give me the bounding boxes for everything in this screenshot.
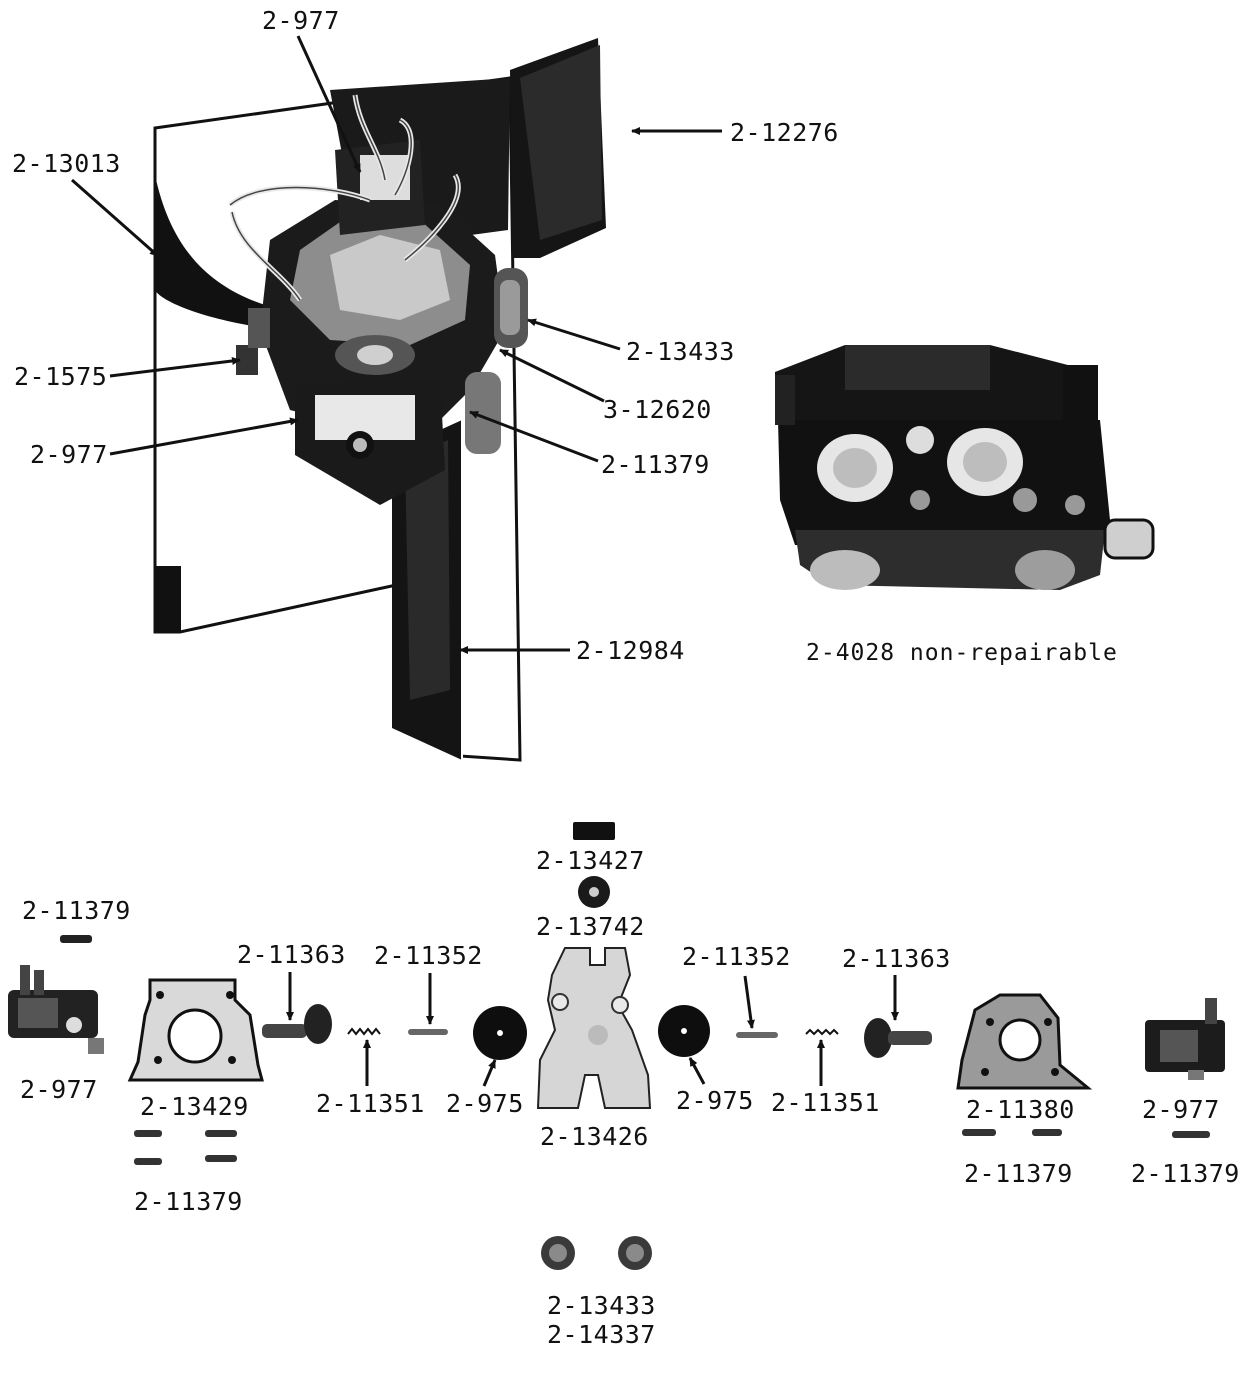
- screw-icon: [205, 1155, 237, 1162]
- valve-unit-caption: 2-4028 non-repairable: [806, 640, 1118, 666]
- label-solenoid-left: 2-977: [20, 1075, 98, 1104]
- label-pin-left: 2-11352: [374, 941, 483, 970]
- callout-knob: 2-13433: [626, 337, 735, 366]
- knob-11379: [465, 372, 501, 454]
- label-pin-right: 2-11352: [682, 942, 791, 971]
- callout-lower-solenoid: 2-977: [30, 440, 108, 469]
- callout-channel: 2-12984: [576, 636, 685, 665]
- label-diaphragm-right: 2-975: [676, 1086, 754, 1115]
- screw-icon: [60, 935, 92, 943]
- callout-angle-bracket: 2-12276: [730, 118, 839, 147]
- label-diaphragm-left: 2-975: [446, 1089, 524, 1118]
- spring-right-part: [805, 1028, 839, 1036]
- screw-icon: [962, 1129, 996, 1136]
- screw-icon: [134, 1130, 162, 1137]
- bracket-left-part: [127, 978, 264, 1082]
- bracket-right-part: [956, 993, 1093, 1090]
- label-solenoid-right: 2-977: [1142, 1095, 1220, 1124]
- screw-icon: [205, 1130, 237, 1137]
- exploded-parts: [8, 822, 1225, 1270]
- pin-right-part: [736, 1032, 778, 1038]
- label-valve-body: 2-13426: [540, 1122, 649, 1151]
- valve-outlet-pipe: [1103, 518, 1155, 560]
- valve-unit-photo: [775, 345, 1155, 590]
- gas-tube: [155, 175, 280, 330]
- solenoid-right-part: [1145, 998, 1225, 1080]
- label-screw-top-left: 2-11379: [22, 896, 131, 925]
- callout-top-solenoid: 2-977: [262, 6, 340, 35]
- upper-assembly-photo: [153, 38, 606, 762]
- plunger-right-part: [864, 1018, 932, 1058]
- label-plunger-right: 2-11363: [842, 944, 951, 973]
- label-screws-right: 2-11379: [964, 1159, 1073, 1188]
- screw-1575: [236, 345, 258, 375]
- spring-left-part: [347, 1027, 381, 1036]
- label-plunger-left: 2-11363: [237, 940, 346, 969]
- screw-icon: [1032, 1129, 1062, 1136]
- exploded-leader-lines: [286, 972, 899, 1087]
- screw-icon: [1172, 1131, 1210, 1138]
- cap-part: [573, 822, 615, 840]
- label-seal: 2-13742: [536, 912, 645, 941]
- label-screws-left: 2-11379: [134, 1187, 243, 1216]
- callout-2-11379: 2-11379: [601, 450, 710, 479]
- callout-screw: 2-1575: [14, 362, 108, 391]
- label-screw-far-right: 2-11379: [1131, 1159, 1240, 1188]
- label-bracket-right: 2-11380: [966, 1095, 1075, 1124]
- label-spring-right: 2-11351: [771, 1088, 880, 1117]
- callout-3-12620: 3-12620: [603, 395, 712, 424]
- valve-body-part: [536, 947, 652, 1109]
- panel-cutout: [155, 566, 181, 632]
- label-spring-left: 2-11351: [316, 1089, 425, 1118]
- label-plugs-a: 2-13433: [547, 1291, 656, 1320]
- solenoid-left-part: [8, 965, 104, 1054]
- label-bracket-left: 2-13429: [140, 1092, 249, 1121]
- label-plugs-b: 2-14337: [547, 1320, 656, 1349]
- upper-leader-lines: [71, 35, 722, 654]
- label-cap: 2-13427: [536, 846, 645, 875]
- pin-left-part: [408, 1029, 448, 1035]
- callout-gas-tube: 2-13013: [12, 149, 121, 178]
- screw-icon: [134, 1158, 162, 1165]
- plunger-left-part: [262, 1004, 332, 1044]
